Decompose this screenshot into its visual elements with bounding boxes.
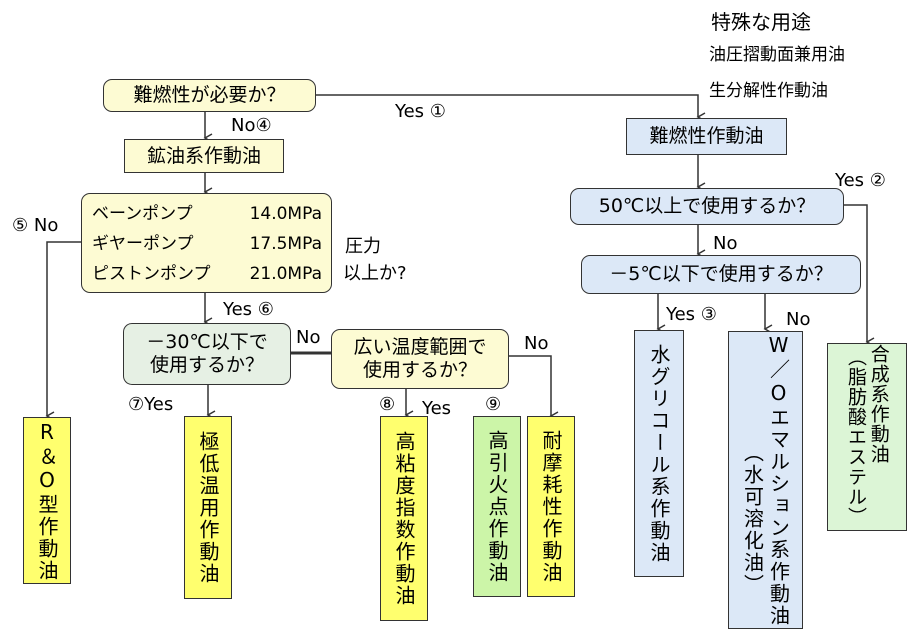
special-use-item: 生分解性作動油 (709, 81, 828, 101)
edge-label-no4: No④ (231, 115, 272, 136)
wo-emulsion-label: W／Oエマルション系作動油 (766, 333, 791, 627)
mineral-oil-box: 鉱油系作動油 (124, 139, 284, 173)
outcome-ro-oil: R＆O型作動油 (23, 417, 71, 584)
pressure-question-line2: 以上か? (343, 263, 407, 284)
edge-label-no-wide: No (524, 333, 549, 354)
question-line: 使用するか？ (149, 354, 264, 376)
synthetic-label: 合成系作動油 (867, 344, 890, 464)
edge-label-no5: ⑤ No (12, 215, 59, 236)
pump-pressure: 21.0MPa (249, 263, 322, 284)
edge-label-yes2: Yes ② (835, 170, 886, 191)
pump-pressure: 14.0MPa (249, 203, 322, 224)
question-minus30: －30℃以下で 使用するか？ (123, 323, 291, 385)
special-uses-title: 特殊な用途 (711, 10, 811, 34)
edge-label-yes8-num: ⑧ (379, 394, 396, 415)
edge-label-yes3: Yes ③ (666, 304, 717, 325)
question-above-50: 50℃以上で使用するか？ (570, 188, 844, 225)
outcome-high-flash-oil: 高引火点作動油 (473, 416, 521, 597)
outcome-high-vi-oil: 高粘度指数作動油 (380, 416, 428, 621)
question-fire-resistance: 難燃性が必要か？ (103, 79, 316, 112)
question-line: 広い温度範囲で (353, 336, 487, 359)
pump-name: ギヤーポンプ (92, 233, 194, 254)
outcome-antiwear-oil: 耐摩耗性作動油 (527, 416, 575, 597)
edge-label-no-minus30: No (296, 327, 321, 348)
pump-row: ベーンポンプ 14.0MPa (92, 199, 322, 229)
special-use-item: 油圧摺動面兼用油 (709, 45, 845, 65)
edge-label-yes6: Yes ⑥ (223, 299, 274, 320)
pump-list: ベーンポンプ 14.0MPa ギヤーポンプ 17.5MPa ピストンポンプ 21.0M… (92, 199, 322, 289)
question-below-minus5: －5℃以下で使用するか？ (581, 255, 861, 294)
question-line: 使用するか？ (362, 359, 477, 381)
question-line: －30℃以下で (146, 331, 268, 354)
edge-no-wide (508, 355, 559, 421)
wo-emulsion-sub: （水可溶化油） (740, 442, 765, 596)
pump-pressure-box: ベーンポンプ 14.0MPa ギヤーポンプ 17.5MPa ピストンポンプ 21.0M… (81, 193, 332, 293)
edge-yes2 (843, 204, 875, 347)
edge-label-num9: ⑨ (485, 394, 502, 415)
edge-label-no-minus5: No (786, 309, 811, 330)
edge-label-yes8: Yes (422, 398, 452, 419)
pump-name: ピストンポンプ (92, 263, 211, 284)
pump-row: ギヤーポンプ 17.5MPa (92, 229, 322, 259)
outcome-synthetic-oil: （脂肪酸エステル） 合成系作動油 (827, 343, 907, 531)
pump-row: ピストンポンプ 21.0MPa (92, 259, 322, 289)
synthetic-sub: （脂肪酸エステル） (845, 347, 867, 527)
edge-label-yes1: Yes ① (395, 101, 446, 122)
edge-label-no-50: No (713, 233, 738, 254)
fire-resistant-oil-box: 難燃性作動油 (626, 118, 787, 155)
edge-no5 (45, 241, 82, 421)
pump-pressure: 17.5MPa (249, 233, 322, 254)
question-wide-temp: 広い温度範囲で 使用するか？ (331, 329, 509, 389)
outcome-wo-emulsion-oil: （水可溶化油） W／Oエマルション系作動油 (728, 331, 803, 629)
edge-yes1 (315, 94, 706, 122)
outcome-water-glycol-oil: 水グリコール系作動油 (634, 330, 684, 577)
edge-label-yes7: ⑦Yes (128, 394, 174, 415)
pressure-question-line1: 圧力 (345, 236, 381, 257)
outcome-low-temp-oil: 極低温用作動油 (184, 416, 232, 599)
pump-name: ベーンポンプ (92, 203, 193, 224)
